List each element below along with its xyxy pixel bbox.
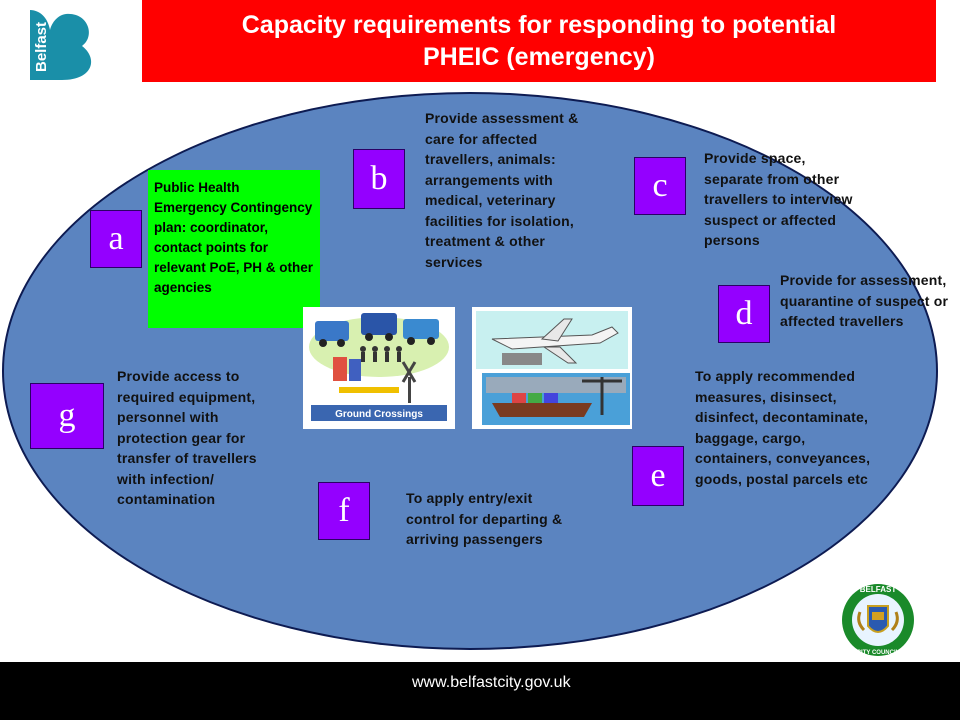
title-line-2: PHEIC (emergency): [422, 43, 656, 71]
label-g: g: [30, 383, 104, 449]
label-a: a: [90, 210, 142, 268]
item-c-text: Provide space, separate from other trave…: [704, 150, 853, 248]
label-e: e: [632, 446, 684, 506]
item-g-text: Provide access to required equipment, pe…: [117, 368, 257, 507]
label-c: c: [634, 157, 686, 215]
title-banner: Capacity requirements for responding to …: [142, 0, 936, 82]
label-b: b: [353, 149, 405, 209]
logo-text: Belfast: [33, 22, 50, 72]
crest-top-text: BELFAST: [860, 585, 897, 594]
ground-crossings-label: Ground Crossings: [335, 409, 423, 420]
item-e-text: To apply recommended measures, disinsect…: [695, 368, 871, 487]
footer-url: www.belfastcity.gov.uk: [412, 674, 571, 691]
item-f-text: To apply entry/exit control for departin…: [406, 490, 563, 547]
item-b-text: Provide assessment & care for affected t…: [425, 110, 579, 270]
footer-bar: [0, 662, 960, 720]
item-a-text: Public Health Emergency Contingency plan…: [148, 170, 320, 328]
belfast-logo: Belfast: [30, 10, 92, 80]
crest-bottom-text: CITY COUNCIL: [857, 650, 900, 656]
label-d: d: [718, 285, 770, 343]
ground-crossings-image: Ground Crossings: [303, 307, 455, 429]
title-line-1: Capacity requirements for responding to …: [241, 11, 837, 39]
belfast-crest-icon: BELFAST CITY COUNCIL: [842, 584, 914, 656]
item-d-text: Provide for assessment, quarantine of su…: [780, 272, 949, 329]
label-f: f: [318, 482, 370, 540]
air-sea-ports-image: [472, 307, 632, 429]
